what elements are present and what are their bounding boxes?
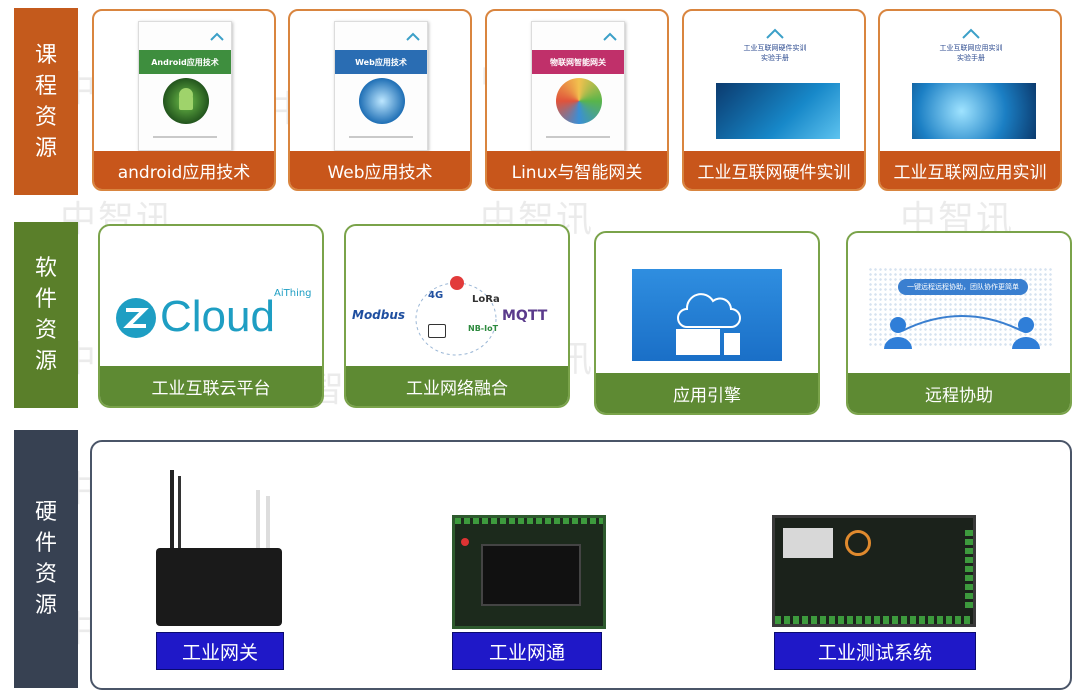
gear-tech-image (912, 83, 1036, 139)
book-cover-image: Web应用技术 (334, 21, 428, 151)
cover-footer-line (546, 136, 610, 138)
circuit-image (716, 83, 840, 139)
category-char: 源 (34, 135, 57, 161)
gateway-device-image (156, 470, 284, 630)
course-card-android[interactable]: Android应用技术 android应用技术 (92, 9, 276, 191)
protocol-diagram: Modbus 4G LoRa MQTT NB-IoT (346, 266, 568, 366)
software-card-cloud-platform[interactable]: Cloud AiThing 工业互联云平台 (98, 224, 324, 408)
brand-logo-icon (960, 25, 982, 39)
lora-label: LoRa (472, 294, 500, 305)
4g-label: 4G (428, 290, 444, 301)
logo-text: Cloud (160, 292, 275, 341)
wifi-icon (428, 324, 446, 338)
category-char: 源 (34, 593, 57, 618)
software-label: 远程协助 (848, 373, 1070, 413)
android-robot-icon (163, 78, 209, 124)
category-char: 源 (34, 349, 57, 374)
category-char: 件 (34, 287, 57, 312)
hardware-label: 工业网通 (452, 632, 602, 670)
cover-footer-line (349, 136, 413, 138)
course-label: 工业互联网硬件实训 (684, 151, 864, 189)
zigbee-icon (450, 276, 464, 290)
globe-icon (359, 78, 405, 124)
test-system-board-image (772, 515, 976, 627)
category-char: 硬 (34, 500, 57, 525)
course-card-web[interactable]: Web应用技术 Web应用技术 (288, 9, 472, 191)
course-label: android应用技术 (94, 151, 274, 189)
manual-cover-image: 工业互联网应用实训 实验手册 (896, 21, 1046, 145)
brand-logo-icon (209, 27, 225, 41)
software-label: 工业互联云平台 (100, 366, 322, 406)
course-label: Linux与智能网关 (487, 151, 667, 189)
course-card-linux[interactable]: 物联网智能网关 Linux与智能网关 (485, 9, 669, 191)
brand-logo-icon (602, 27, 618, 41)
category-char: 资 (34, 104, 57, 130)
manual-title: 工业互联网硬件实训 实验手册 (743, 44, 807, 62)
course-label: Web应用技术 (290, 151, 470, 189)
category-hardware-resources: 硬 件 资 源 (14, 430, 78, 688)
book-cover-image: Android应用技术 (138, 21, 232, 151)
category-char: 件 (34, 531, 57, 556)
cloud-devices-image (632, 269, 782, 361)
book-title: 物联网智能网关 (532, 50, 624, 74)
book-title: Android应用技术 (139, 50, 231, 74)
manual-cover-image: 工业互联网硬件实训 实验手册 (700, 21, 850, 145)
software-label: 工业网络融合 (346, 366, 568, 406)
software-label: 应用引擎 (596, 373, 818, 413)
software-card-network-fusion[interactable]: Modbus 4G LoRa MQTT NB-IoT 工业网络融合 (344, 224, 570, 408)
network-icon (556, 78, 602, 124)
brand-logo-icon (764, 25, 786, 39)
manual-title: 工业互联网应用实训 实验手册 (939, 44, 1003, 62)
category-course-resources: 课 程 资 源 (14, 8, 78, 195)
brand-logo-icon (405, 27, 421, 41)
category-char: 资 (34, 318, 57, 343)
category-char: 资 (34, 562, 57, 587)
course-card-iiot-application[interactable]: 工业互联网应用实训 实验手册 工业互联网应用实训 (878, 9, 1062, 191)
zcloud-logo: Cloud AiThing (114, 288, 312, 348)
remote-assist-image: 一键远程远程协助，团队协作更简单 (868, 267, 1054, 357)
book-title: Web应用技术 (335, 50, 427, 74)
book-cover-image: 物联网智能网关 (531, 21, 625, 151)
course-label: 工业互联网应用实训 (880, 151, 1060, 189)
network-board-image (452, 515, 606, 629)
software-card-app-engine[interactable]: 应用引擎 (594, 231, 820, 415)
hardware-label: 工业测试系统 (774, 632, 976, 670)
category-char: 程 (34, 73, 57, 99)
category-char: 软 (34, 256, 57, 281)
course-card-iiot-hardware[interactable]: 工业互联网硬件实训 实验手册 工业互联网硬件实训 (682, 9, 866, 191)
modbus-logo: Modbus (352, 308, 406, 322)
logo-superscript: AiThing (274, 288, 312, 299)
software-card-remote-assist[interactable]: 一键远程远程协助，团队协作更简单 远程协助 (846, 231, 1072, 415)
mqtt-logo: MQTT (502, 308, 548, 324)
remote-banner: 一键远程远程协助，团队协作更简单 (898, 279, 1028, 295)
category-char: 课 (34, 42, 57, 68)
cover-footer-line (153, 136, 217, 138)
nbiot-label: NB-IoT (468, 324, 499, 333)
hardware-label: 工业网关 (156, 632, 284, 670)
category-software-resources: 软 件 资 源 (14, 222, 78, 408)
